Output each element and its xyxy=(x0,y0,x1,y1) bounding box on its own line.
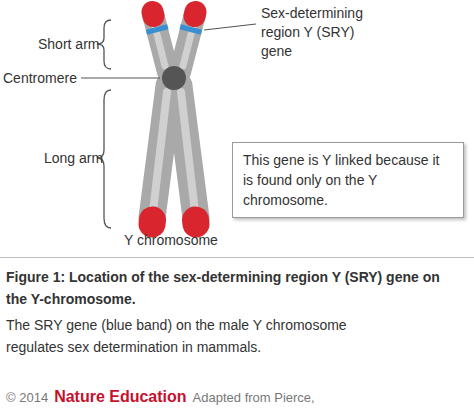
short-arm xyxy=(153,12,196,72)
figure-caption: Figure 1: Location of the sex-determinin… xyxy=(6,266,446,310)
leader-line xyxy=(81,77,160,78)
leader-line xyxy=(204,24,256,30)
caption-body: The SRY gene (blue band) on the male Y c… xyxy=(6,314,406,358)
part-label: Long arm xyxy=(44,150,103,167)
part-label: Centromere xyxy=(3,70,77,87)
note-box: This gene is Y linked because it is foun… xyxy=(232,142,464,218)
separator xyxy=(0,257,474,258)
figure-label: Y chromosome xyxy=(124,232,218,249)
publisher-name: Nature Education xyxy=(54,388,186,405)
centromere-dot xyxy=(162,66,186,90)
credit-line: © 2014 Nature Education Adapted from Pierc… xyxy=(6,386,321,409)
note-text: This gene is Y linked because it is foun… xyxy=(243,150,453,210)
long-arm xyxy=(152,86,196,224)
copyright-text: © 2014 xyxy=(6,390,48,405)
credit-text: Adapted from Pierce, xyxy=(193,390,315,405)
gene-label: Sex-determining region Y (SRY) gene xyxy=(261,4,386,61)
part-label: Short arm xyxy=(38,36,99,53)
